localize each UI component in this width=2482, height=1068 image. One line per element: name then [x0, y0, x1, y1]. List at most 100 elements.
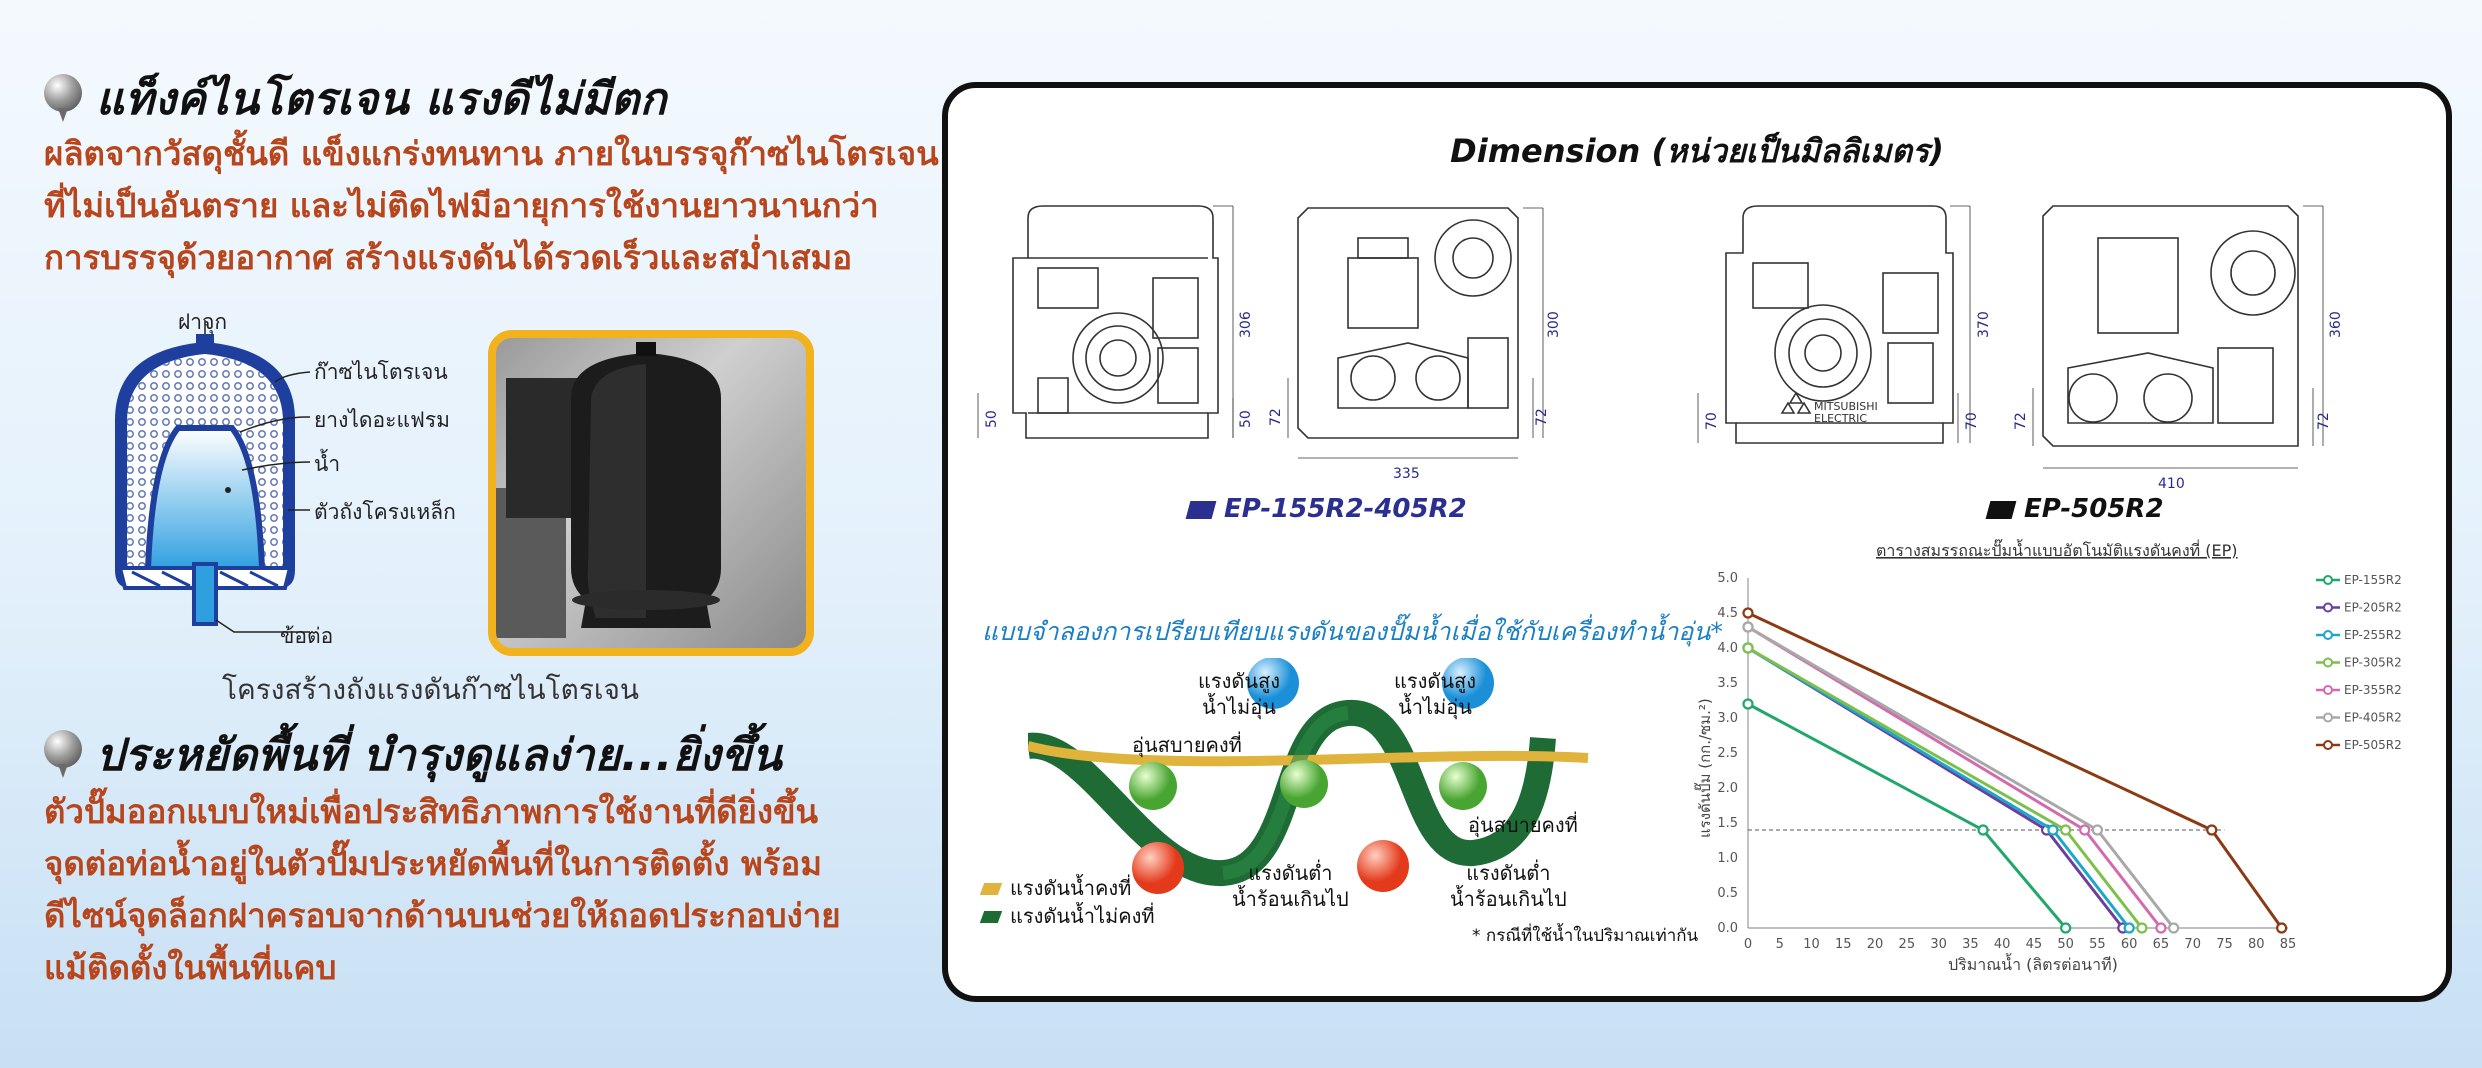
- legend-marker: [2323, 740, 2333, 750]
- chart-x-tick-label: 40: [1994, 937, 2011, 952]
- chart-y-tick-label: 4.5: [1717, 606, 1738, 621]
- chart-y-tick-label: 4.0: [1717, 641, 1738, 656]
- dim-b2-right: 72: [2316, 412, 2332, 430]
- dim-b1-left: 70: [1704, 412, 1720, 430]
- chart-x-tick-label: 35: [1962, 937, 1979, 952]
- legend-unstable-pressure: แรงดันน้ำไม่คงที่: [979, 900, 1155, 932]
- chart-x-tick-label: 10: [1803, 937, 1820, 952]
- chart-point: [2047, 824, 2059, 836]
- chart-y-tick-label: 3.0: [1717, 711, 1738, 726]
- chart-point: [2123, 922, 2135, 934]
- chart-point: [1742, 642, 1754, 654]
- bullet-icon: [44, 730, 82, 768]
- chart-x-tick-label: 80: [2248, 937, 2265, 952]
- legend-label: EP-505R2: [2344, 738, 2402, 752]
- chart-x-tick-label: 5: [1776, 937, 1784, 952]
- chart-series-line: [1747, 646, 2131, 929]
- sim-text-line: น้ำไม่อุ่น: [1398, 695, 1472, 719]
- section1-line: การบรรจุด้วยอากาศ สร้างแรงดันได้รวดเร็วแ…: [44, 238, 853, 277]
- sim-text-line: แรงดันสูง: [1394, 669, 1477, 693]
- chart-title: ตารางสมรรถณะปั๊มน้ำแบบอัตโนมัติแรงดันคงท…: [1876, 539, 2238, 560]
- bullet-icon: [44, 74, 82, 112]
- chart-point: [1742, 698, 1754, 710]
- legend-label: EP-205R2: [2344, 601, 2402, 615]
- sim-low-label: แรงดันต่ำ น้ำร้อนเกินไป: [1450, 860, 1567, 912]
- sim-text-line: แรงดันต่ำ: [1248, 861, 1333, 885]
- dim-h2: 360: [2328, 311, 2344, 338]
- chart-y-tick-label: 2.0: [1717, 781, 1738, 796]
- legend-swatch-green: [979, 911, 1003, 923]
- chart-series-line: [1747, 611, 2283, 929]
- chart-point: [1977, 824, 1989, 836]
- chart-x-tick-label: 70: [2184, 937, 2201, 952]
- section1-line: ที่ไม่เป็นอันตราย และไม่ติดไฟมีอายุการใช…: [44, 186, 879, 225]
- tank-caption: โครงสร้างถังแรงดันก๊าซไนโตรเจน: [222, 673, 639, 706]
- chart-x-tick-label: 50: [2057, 937, 2074, 952]
- model-square-icon: [1985, 500, 2017, 519]
- simulation-title: แบบจำลองการเปรียบเทียบแรงดันของปั๊มน้ำเม…: [982, 617, 1723, 646]
- section1-text: ผลิตจากวัสดุชั้นดี แข็งแกร่งทนทาน ภายในบ…: [44, 128, 939, 284]
- chart-y-tick-label: 1.0: [1717, 851, 1738, 866]
- section2-line: ดีไซน์จุดล็อกฝาครอบจากด้านบนช่วยให้ถอดปร…: [44, 896, 841, 935]
- dim-b2-left: 72: [1268, 408, 1284, 426]
- chart-point: [2091, 824, 2104, 836]
- chart-x-tick-label: 20: [1867, 937, 1884, 952]
- legend-label: EP-155R2: [2344, 573, 2402, 587]
- chart-y-tick-label: 2.5: [1717, 746, 1738, 761]
- tank-label-connector: ข้อต่อ: [280, 624, 334, 648]
- chart-x-tick-label: 0: [1744, 937, 1752, 952]
- sim-high-label: แรงดันสูง น้ำไม่อุ่น: [1198, 668, 1280, 720]
- legend-label: EP-255R2: [2344, 628, 2402, 642]
- legend-marker: [2323, 685, 2333, 695]
- sim-text-line: น้ำไม่อุ่น: [1202, 695, 1276, 719]
- sim-text-line: น้ำร้อนเกินไป: [1450, 887, 1567, 911]
- legend-label: EP-405R2: [2344, 711, 2402, 725]
- sim-text-line: แรงดันสูง: [1198, 669, 1281, 693]
- legend-label: EP-305R2: [2344, 656, 2402, 670]
- chart-x-tick-label: 25: [1899, 937, 1916, 952]
- sim-comfy-label: อุ่นสบายคงที่: [1468, 813, 1578, 837]
- chart-xlabel: ปริมาณน้ำ (ลิตรต่อนาที): [1948, 953, 2118, 974]
- model-name: EP-505R2: [2024, 494, 2164, 524]
- tank-label-water: น้ำ: [314, 452, 341, 476]
- dim-b1-left: 50: [984, 410, 1000, 428]
- model-name: EP-155R2-405R2: [1224, 494, 1467, 524]
- dim-width: 410: [2158, 476, 2185, 492]
- brand-text-2: ELECTRIC: [1814, 412, 1867, 425]
- chart-point: [2079, 824, 2091, 836]
- model-square-icon: [1185, 500, 1217, 519]
- tank-label-steel-body: ตัวถังโครงเหล็ก: [314, 500, 456, 524]
- tank-label-diaphragm: ยางไดอะแฟรม: [314, 408, 450, 432]
- chart-x-tick-label: 55: [2089, 937, 2106, 952]
- chart-y-tick-label: 5.0: [1717, 571, 1738, 586]
- pump-drawing-ep155-405: 306 50 50 300 72 72 335: [977, 205, 1562, 482]
- chart-point: [2168, 922, 2180, 934]
- performance-chart: ตารางสมรรถณะปั๊มน้ำแบบอัตโนมัติแรงดันคงท…: [1694, 539, 2402, 974]
- section1-line: ผลิตจากวัสดุชั้นดี แข็งแกร่งทนทาน ภายในบ…: [44, 134, 939, 173]
- section1-heading: แท็งค์ไนโตรเจน แรงดีไม่มีตก: [96, 74, 667, 125]
- sim-text-line: แรงดันต่ำ: [1466, 861, 1551, 885]
- chart-point: [2136, 922, 2148, 934]
- chart-x-tick-label: 15: [1835, 937, 1852, 952]
- model-label-ep505: EP-505R2: [1985, 494, 2164, 524]
- section2-line: แม้ติดตั้งในพื้นที่แคบ: [44, 948, 337, 987]
- model-label-ep155-405: EP-155R2-405R2: [1185, 494, 1467, 524]
- sim-low-label: แรงดันต่ำ น้ำร้อนเกินไป: [1232, 860, 1349, 912]
- legend-marker: [2323, 657, 2333, 668]
- chart-x-tick-label: 60: [2121, 937, 2138, 952]
- chart-x-tick-label: 75: [2216, 937, 2233, 952]
- section2-line: จุดต่อท่อน้ำอยู่ในตัวปั๊มประหยัดพื้นที่ใ…: [44, 844, 822, 883]
- dimension-panel: Dimension (หน่วยเป็นมิลลิเมตร) 306 50 50: [942, 82, 2452, 1002]
- chart-series-line: [1747, 646, 2144, 929]
- chart-y-tick-label: 3.5: [1717, 676, 1738, 691]
- chart-series-line: [1747, 646, 2125, 929]
- dimension-title: Dimension (หน่วยเป็นมิลลิเมตร): [1450, 132, 1944, 170]
- chart-ylabel: แรงดันปั๊ม (กก./ซม.²): [1694, 698, 1714, 838]
- chart-x-tick-label: 30: [1930, 937, 1947, 952]
- tank-label-nitrogen: ก๊าซไนโตรเจน: [314, 360, 448, 384]
- pump-drawing-ep505: MITSUBISHI ELECTRIC 370 70 70 360 72 72 …: [1697, 205, 2344, 492]
- dim-b2-right: 72: [1534, 408, 1550, 426]
- chart-point: [1742, 621, 1754, 633]
- dim-b1-right: 50: [1238, 410, 1254, 428]
- sim-text-line: น้ำร้อนเกินไป: [1232, 887, 1349, 911]
